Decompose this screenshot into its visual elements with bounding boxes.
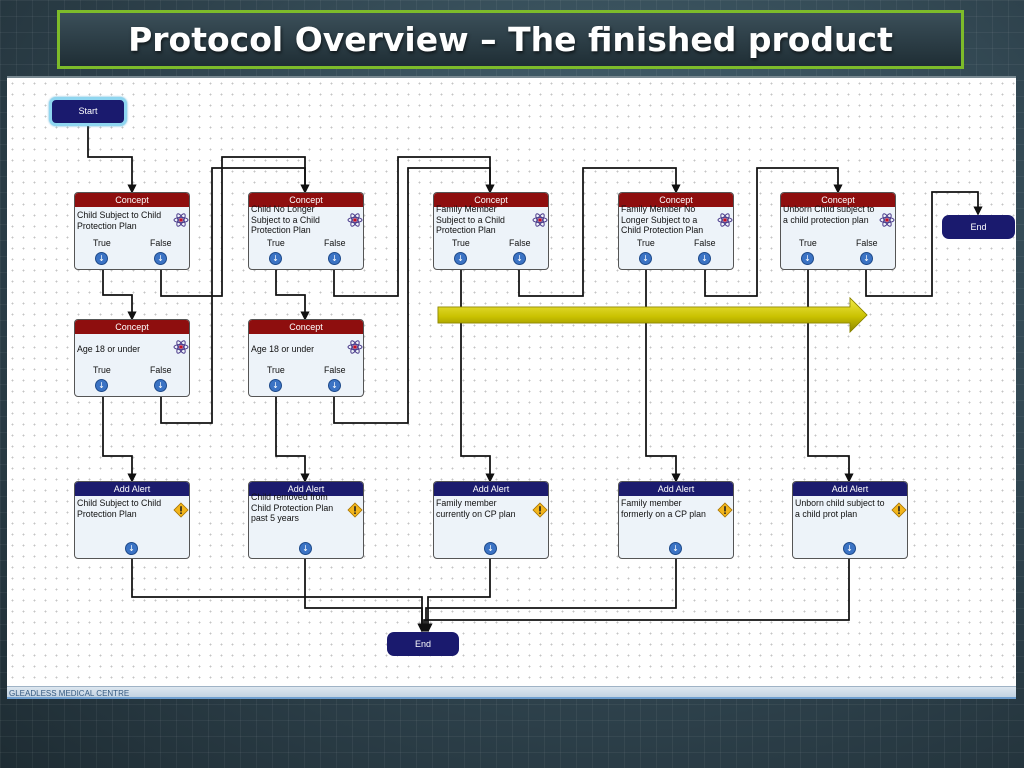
concept-text: Family Member No Longer Subject to a Chi… bbox=[621, 204, 704, 235]
atom-icon bbox=[347, 213, 363, 227]
atom-icon bbox=[717, 213, 733, 227]
warning-icon bbox=[891, 502, 907, 518]
false-label: False bbox=[150, 238, 172, 248]
concept-node-family-member-no-longer-cp[interactable]: Concept Family Member No Longer Subject … bbox=[618, 192, 734, 270]
false-port-arrow-down-circle-icon[interactable]: ↓ bbox=[328, 379, 341, 392]
true-label: True bbox=[93, 238, 111, 248]
true-port-arrow-down-circle-icon[interactable]: ↓ bbox=[801, 252, 814, 265]
output-port-arrow-down-circle-icon[interactable]: ↓ bbox=[669, 542, 682, 555]
output-port-arrow-down-circle-icon[interactable]: ↓ bbox=[843, 542, 856, 555]
concept-header: Concept bbox=[434, 193, 548, 207]
true-port-arrow-down-circle-icon[interactable]: ↓ bbox=[95, 379, 108, 392]
false-label: False bbox=[694, 238, 716, 248]
alert-text: Family member formerly on a CP plan bbox=[621, 498, 706, 519]
concept-node-age-18-or-under-2[interactable]: Concept Age 18 or under True False ↓ ↓ bbox=[248, 319, 364, 397]
atom-icon bbox=[173, 340, 189, 354]
false-label: False bbox=[324, 238, 346, 248]
false-port-arrow-down-circle-icon[interactable]: ↓ bbox=[860, 252, 873, 265]
concept-text: Family Member Subject to a Child Protect… bbox=[436, 204, 505, 235]
concept-text: Age 18 or under bbox=[77, 344, 141, 354]
concept-node-age-18-or-under-1[interactable]: Concept Age 18 or under True False ↓ ↓ bbox=[74, 319, 190, 397]
end-node-right[interactable]: End bbox=[942, 215, 1015, 239]
true-port-arrow-down-circle-icon[interactable]: ↓ bbox=[639, 252, 652, 265]
alert-header: Add Alert bbox=[619, 482, 733, 496]
concept-text: Unborn Child subject to a child protecti… bbox=[783, 204, 875, 225]
concept-header: Concept bbox=[249, 193, 363, 207]
false-label: False bbox=[856, 238, 878, 248]
warning-icon bbox=[717, 502, 733, 518]
true-port-arrow-down-circle-icon[interactable]: ↓ bbox=[95, 252, 108, 265]
false-port-arrow-down-circle-icon[interactable]: ↓ bbox=[154, 379, 167, 392]
atom-icon bbox=[879, 213, 895, 227]
concept-node-child-subject-cp[interactable]: Concept Child Subject to Child Protectio… bbox=[74, 192, 190, 270]
concept-header: Concept bbox=[619, 193, 733, 207]
true-port-arrow-down-circle-icon[interactable]: ↓ bbox=[454, 252, 467, 265]
false-port-arrow-down-circle-icon[interactable]: ↓ bbox=[513, 252, 526, 265]
output-port-arrow-down-circle-icon[interactable]: ↓ bbox=[299, 542, 312, 555]
alert-text: Child Subject to Child Protection Plan bbox=[77, 498, 162, 519]
atom-icon bbox=[173, 213, 189, 227]
concept-node-child-no-longer-cp[interactable]: Concept Child No Longer Subject to a Chi… bbox=[248, 192, 364, 270]
true-label: True bbox=[267, 365, 285, 375]
alert-node-child-subject-cp[interactable]: Add Alert Child Subject to Child Protect… bbox=[74, 481, 190, 559]
status-bar: GLEADLESS MEDICAL CENTRE bbox=[7, 686, 1016, 699]
concept-node-family-member-cp[interactable]: Concept Family Member Subject to a Child… bbox=[433, 192, 549, 270]
true-label: True bbox=[267, 238, 285, 248]
false-label: False bbox=[150, 365, 172, 375]
false-port-arrow-down-circle-icon[interactable]: ↓ bbox=[698, 252, 711, 265]
false-port-arrow-down-circle-icon[interactable]: ↓ bbox=[328, 252, 341, 265]
false-port-arrow-down-circle-icon[interactable]: ↓ bbox=[154, 252, 167, 265]
concept-text: Age 18 or under bbox=[251, 344, 315, 354]
true-label: True bbox=[93, 365, 111, 375]
alert-header: Add Alert bbox=[793, 482, 907, 496]
concept-text: Child No Longer Subject to a Child Prote… bbox=[251, 204, 320, 235]
alert-text: Child removed from Child Protection Plan… bbox=[251, 492, 334, 523]
concept-node-unborn-child-cp[interactable]: Concept Unborn Child subject to a child … bbox=[780, 192, 896, 270]
output-port-arrow-down-circle-icon[interactable]: ↓ bbox=[484, 542, 497, 555]
false-label: False bbox=[324, 365, 346, 375]
alert-node-family-member-current-cp[interactable]: Add Alert Family member currently on CP … bbox=[433, 481, 549, 559]
slide-title: Protocol Overview – The finished product bbox=[57, 10, 964, 69]
alert-node-child-removed-cp[interactable]: Add Alert Child removed from Child Prote… bbox=[248, 481, 364, 559]
warning-icon bbox=[532, 502, 548, 518]
concept-header: Concept bbox=[781, 193, 895, 207]
true-label: True bbox=[637, 238, 655, 248]
output-port-arrow-down-circle-icon[interactable]: ↓ bbox=[125, 542, 138, 555]
concept-header: Concept bbox=[75, 320, 189, 334]
alert-header: Add Alert bbox=[434, 482, 548, 496]
false-label: False bbox=[509, 238, 531, 248]
true-label: True bbox=[799, 238, 817, 248]
concept-text: Child Subject to Child Protection Plan bbox=[77, 210, 162, 231]
atom-icon bbox=[347, 340, 363, 354]
alert-text: Unborn child subject to a child prot pla… bbox=[795, 498, 885, 519]
alert-header: Add Alert bbox=[249, 482, 363, 496]
warning-icon bbox=[173, 502, 189, 518]
true-label: True bbox=[452, 238, 470, 248]
true-port-arrow-down-circle-icon[interactable]: ↓ bbox=[269, 252, 282, 265]
alert-text: Family member currently on CP plan bbox=[436, 498, 516, 519]
alert-header: Add Alert bbox=[75, 482, 189, 496]
atom-icon bbox=[532, 213, 548, 227]
concept-header: Concept bbox=[249, 320, 363, 334]
start-node[interactable]: Start bbox=[49, 97, 127, 126]
true-port-arrow-down-circle-icon[interactable]: ↓ bbox=[269, 379, 282, 392]
warning-icon bbox=[347, 502, 363, 518]
alert-node-unborn-child-cp[interactable]: Add Alert Unborn child subject to a chil… bbox=[792, 481, 908, 559]
end-node-bottom[interactable]: End bbox=[387, 632, 459, 656]
alert-node-family-member-former-cp[interactable]: Add Alert Family member formerly on a CP… bbox=[618, 481, 734, 559]
concept-header: Concept bbox=[75, 193, 189, 207]
